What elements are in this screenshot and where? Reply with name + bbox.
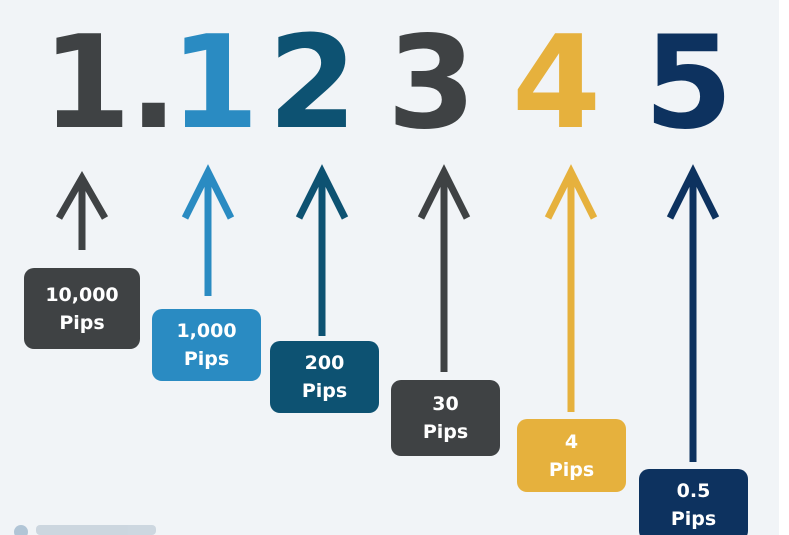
digit-4-fourth-decimal: 4	[512, 9, 601, 158]
pip-unit: Pips	[183, 348, 230, 370]
arrow-up-icon	[55, 170, 109, 250]
arrow-up-icon	[666, 164, 720, 462]
pip-box-30: 30 Pips	[391, 380, 500, 456]
pip-value: 10,000	[45, 283, 119, 306]
pip-value: 30	[432, 393, 459, 415]
watermark-logo-icon	[14, 525, 28, 535]
watermark	[14, 525, 164, 535]
digit-1-integer: 1.	[42, 9, 178, 158]
digit-5-fifth-decimal: 5	[644, 9, 733, 158]
pip-unit: Pips	[548, 458, 595, 481]
pip-value: 4	[564, 430, 579, 453]
watermark-text-bar	[36, 525, 156, 535]
arrow-up-icon	[181, 164, 235, 296]
pip-unit: Pips	[670, 508, 717, 530]
digit-1-first-decimal: 1	[170, 9, 259, 158]
pip-box-200: 200 Pips	[270, 341, 379, 413]
arrow-up-icon	[417, 164, 471, 372]
digit-3-third-decimal: 3	[387, 9, 476, 158]
pip-unit: Pips	[422, 421, 469, 443]
arrow-up-icon	[544, 164, 598, 412]
pip-value: 200	[304, 352, 345, 374]
pip-box-0-5: 0.5 Pips	[639, 469, 748, 535]
pip-unit: Pips	[59, 311, 105, 334]
pip-value: 0.5	[676, 480, 711, 502]
pip-box-10000: 10,000 Pips	[24, 268, 140, 349]
pip-unit: Pips	[301, 380, 348, 402]
pip-box-1000: 1,000 Pips	[152, 309, 261, 381]
arrow-up-icon	[295, 164, 349, 336]
pip-box-4: 4 Pips	[517, 419, 626, 492]
digit-2-second-decimal: 2	[268, 9, 357, 158]
pip-value: 1,000	[176, 320, 237, 342]
